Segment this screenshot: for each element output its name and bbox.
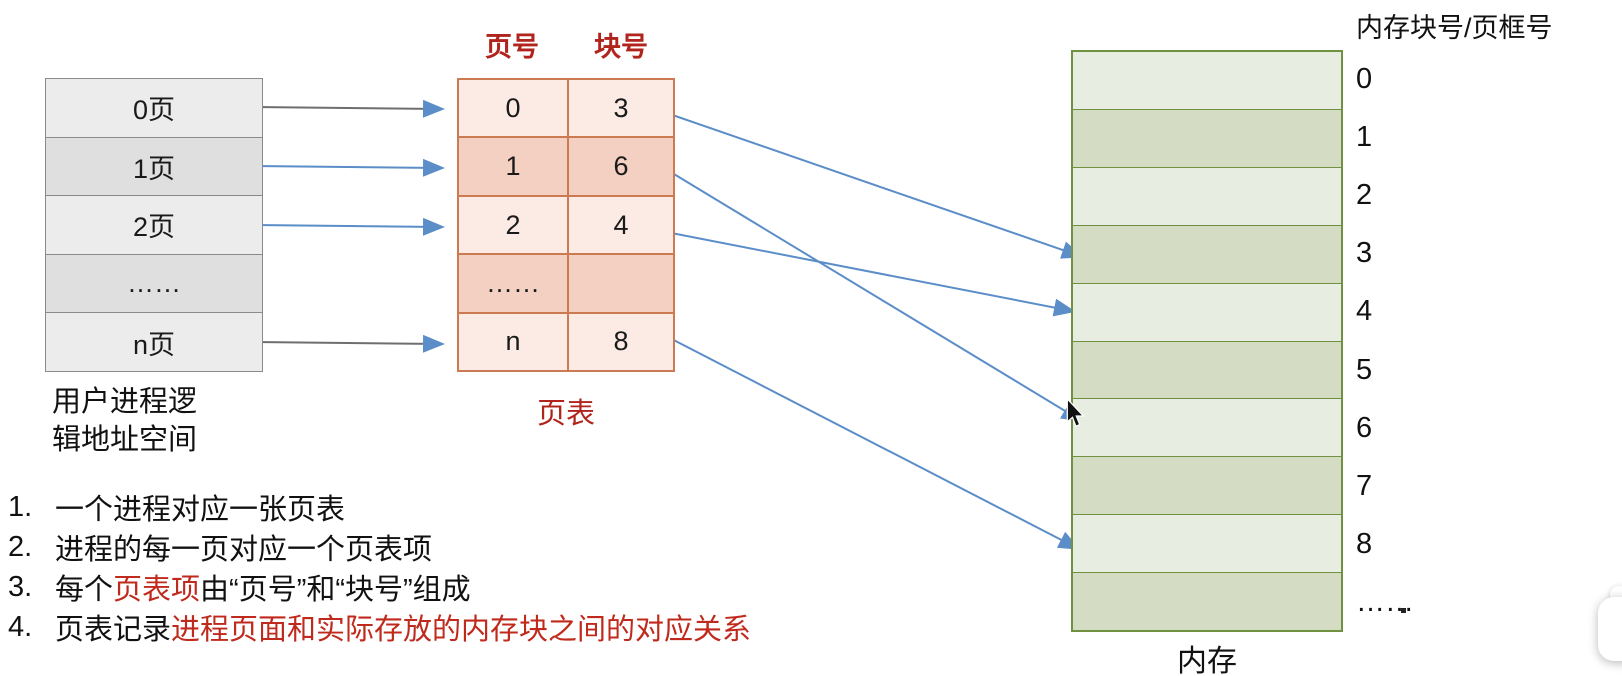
note-number: 2. — [8, 530, 33, 563]
block-number-cell-2: 4 — [569, 196, 673, 254]
memory-row-number-8: 8 — [1356, 528, 1373, 561]
note-text: 由“页号”和“块号”组成 — [200, 574, 471, 606]
mouse-cursor-icon — [1066, 399, 1085, 427]
arrow-block6-to-mem6 — [663, 167, 1084, 423]
memory-block-row-8 — [1073, 515, 1341, 574]
memory-block-number-title: 内存块号/页框号 — [1356, 13, 1553, 43]
memory-block-row-7 — [1073, 457, 1341, 516]
block-number-cell-1: 6 — [569, 138, 673, 195]
page-table-row-3: …… — [459, 255, 673, 314]
logical-row-4: n页 — [46, 313, 262, 371]
note-number: 3. — [8, 570, 33, 603]
note-item-3: 3. 每个页表项由“页号”和“块号”组成 — [8, 567, 968, 607]
floating-bubble[interactable] — [1598, 597, 1622, 661]
page-table-label: 页表 — [536, 398, 595, 430]
note-text: 每个 — [55, 574, 114, 606]
note-item-1: 1. 一个进程对应一张页表 — [8, 487, 968, 527]
note-text: 一个进程对应一张页表 — [55, 494, 346, 526]
logical-label-line1: 用户进程逻 — [52, 386, 198, 418]
memory-row-number-2: 2 — [1356, 179, 1373, 211]
memory-block-row-5 — [1073, 341, 1341, 400]
notes-list: 1. 一个进程对应一张页表 2. 进程的每一页对应一个页表项 3. 每个页表项由“页号”和… — [8, 487, 968, 647]
page-number-header: 页号 — [485, 31, 539, 62]
note-item-4: 4. 页表记录进程页面和实际存放的内存块之间的对应关系 — [8, 607, 968, 647]
logical-label-line2: 辑地址空间 — [52, 424, 198, 456]
block-number-cell-0: 3 — [569, 80, 673, 137]
memory-row-number-0: 0 — [1356, 62, 1373, 95]
note-text-highlight: 页表项 — [113, 574, 201, 606]
memory-row-number-6: 6 — [1356, 411, 1373, 444]
memory-label: 内存 — [1177, 645, 1237, 676]
logical-row-0: 0页 — [46, 79, 262, 138]
page-number-cell-0: 0 — [459, 80, 569, 137]
memory-block-row-2 — [1073, 167, 1341, 226]
arrow-page2-to-pagetable — [247, 217, 445, 236]
arrow-block3-to-mem3 — [657, 109, 1084, 259]
memory-block-row-0 — [1073, 52, 1341, 110]
memory-block-row-9 — [1073, 573, 1341, 631]
note-number: 4. — [8, 610, 33, 643]
page-number-cell-4: n — [459, 313, 569, 371]
memory-block-row-4 — [1073, 283, 1341, 342]
arrow-page1-to-pagetable — [247, 158, 445, 177]
memory-block-row-3 — [1073, 225, 1341, 284]
memory-row-numbers: 0 1 2 3 4 5 6 7 8 …… — [1356, 50, 1466, 632]
small-dot — [1401, 608, 1406, 613]
memory-row-number-7: 7 — [1356, 470, 1373, 503]
memory-row-number-9: …… — [1356, 586, 1414, 619]
memory-table — [1071, 50, 1343, 632]
memory-block-row-6 — [1073, 399, 1341, 458]
logical-address-space-label: 用户进程逻 辑地址空间 — [52, 383, 197, 459]
logical-row-3: …… — [46, 254, 262, 314]
block-number-header: 块号 — [594, 31, 648, 62]
memory-block-row-1 — [1073, 109, 1341, 168]
logical-row-2: 2页 — [46, 196, 262, 255]
logical-row-1: 1页 — [46, 137, 262, 197]
memory-row-number-1: 1 — [1356, 120, 1373, 153]
block-number-cell-4: 8 — [569, 313, 673, 371]
note-number: 1. — [8, 490, 33, 523]
note-text-highlight: 进程页面和实际存放的内存块之间的对应关系 — [171, 614, 752, 646]
note-item-2: 2. 进程的每一页对应一个页表项 — [8, 527, 968, 567]
page-number-cell-1: 1 — [459, 138, 569, 195]
memory-row-number-5: 5 — [1356, 353, 1373, 386]
arrow-page0-to-pagetable — [247, 99, 445, 118]
memory-row-number-3: 3 — [1356, 237, 1373, 270]
page-number-cell-3: …… — [459, 255, 569, 312]
note-text: 页表记录 — [55, 614, 172, 646]
arrow-pagen-to-pagetable — [247, 334, 445, 353]
block-number-cell-3 — [569, 255, 673, 312]
page-number-cell-2: 2 — [459, 196, 569, 254]
memory-row-number-4: 4 — [1356, 295, 1373, 328]
arrow-block4-to-mem4 — [655, 229, 1076, 317]
note-text: 进程的每一页对应一个页表项 — [55, 534, 433, 566]
